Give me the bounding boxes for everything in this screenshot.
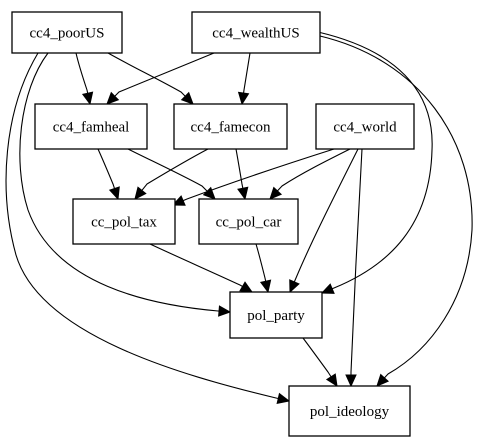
arrowhead-icon [237,91,250,106]
node-box [229,291,323,339]
edge-line [277,148,351,192]
edge-line [19,52,220,312]
arrowhead-icon [180,91,194,105]
nodes-layer: cc4_poorUS cc4_wealthUS cc4_famheal cc4_fam… [11,11,415,437]
arrowhead-icon [81,91,94,106]
edge-line [235,148,244,189]
edge-cc4_wealthUS-to-cc4_famheal [106,52,215,105]
edge-line [302,337,332,378]
arrowhead-icon [171,195,186,206]
node-label: cc4_famheal [53,120,130,136]
node-label: cc4_poorUS [30,26,105,42]
edge-line [75,52,89,94]
edge-line [149,243,243,287]
node-cc4_wealthUS: cc4_wealthUS [191,11,321,54]
edge-line [5,52,279,400]
node-cc4_famecon: cc4_famecon [173,103,288,150]
edge-line [114,52,215,97]
edges-layer [5,31,473,405]
edge-cc4_poorUS-to-cc4_famheal [75,52,94,106]
arrowhead-icon [218,305,232,317]
arrowhead-icon [134,186,147,200]
node-label: cc4_famecon [191,120,271,136]
node-cc4_world: cc4_world [315,103,415,150]
edge-cc4_famecon-to-cc_pol_tax [134,148,209,200]
node-label: cc_pol_tax [91,215,157,231]
edge-line [293,148,359,283]
node-label: cc4_world [333,120,397,136]
arrowhead-icon [259,279,272,294]
node-box [288,385,411,437]
node-box [315,103,415,150]
node-pol_ideology: pol_ideology [288,385,411,437]
edge-cc4_famecon-to-cc_pol_car [235,148,249,201]
node-box [191,11,321,54]
arrowhead-icon [276,392,291,405]
node-cc_pol_car: cc_pol_car [198,198,299,245]
arrowhead-icon [108,186,120,201]
edge-line [350,148,363,375]
edge-cc4_world-to-cc_pol_tax [171,148,335,206]
edge-line [243,52,251,94]
node-cc4_poorUS: cc4_poorUS [11,11,123,54]
node-label: cc4_wealthUS [212,26,299,42]
node-label: pol_party [247,308,305,324]
edge-line [182,148,335,202]
arrowhead-icon [376,373,390,387]
edge-cc4_poorUS-to-pol_ideology [5,52,291,405]
edge-cc_pol_car-to-pol_party [255,243,272,294]
arrowhead-icon [239,281,254,293]
arrowhead-icon [269,186,283,200]
edge-cc_pol_tax-to-pol_party [149,243,254,293]
edge-line [127,148,208,192]
node-cc4_famheal: cc4_famheal [34,103,148,150]
edge-line [255,243,267,282]
node-box [173,103,288,150]
edge-line [319,35,473,379]
arrowhead-icon [106,91,120,105]
edge-cc4_famheal-to-cc_pol_tax [97,148,120,201]
node-pol_party: pol_party [229,291,323,339]
arrowhead-icon [289,279,300,294]
edge-line [107,52,186,97]
edge-cc4_world-to-cc_pol_car [269,148,351,200]
arrowhead-icon [237,186,249,201]
edge-line [141,148,209,191]
edge-pol_party-to-pol_ideology [302,337,338,388]
node-box [198,198,299,245]
edge-cc4_poorUS-to-pol_party [19,52,232,317]
node-label: pol_ideology [310,404,390,420]
edge-line [97,148,116,189]
arrowhead-icon [345,374,357,388]
node-label: cc_pol_car [216,215,282,231]
node-cc_pol_tax: cc_pol_tax [72,198,176,245]
edge-line [317,31,433,290]
edge-cc4_wealthUS-to-pol_ideology [319,35,473,387]
edge-cc4_wealthUS-to-cc4_famecon [237,52,251,106]
edge-cc4_wealthUS-to-pol_party [317,31,433,294]
arrowhead-icon [325,373,338,388]
node-box [72,198,176,245]
edge-cc4_world-to-pol_ideology [345,148,363,388]
edge-cc4_world-to-pol_party [289,148,359,294]
edge-cc4_poorUS-to-cc4_famecon [107,52,194,105]
arrowhead-icon [320,283,335,294]
node-box [11,11,123,54]
node-box [34,103,148,150]
